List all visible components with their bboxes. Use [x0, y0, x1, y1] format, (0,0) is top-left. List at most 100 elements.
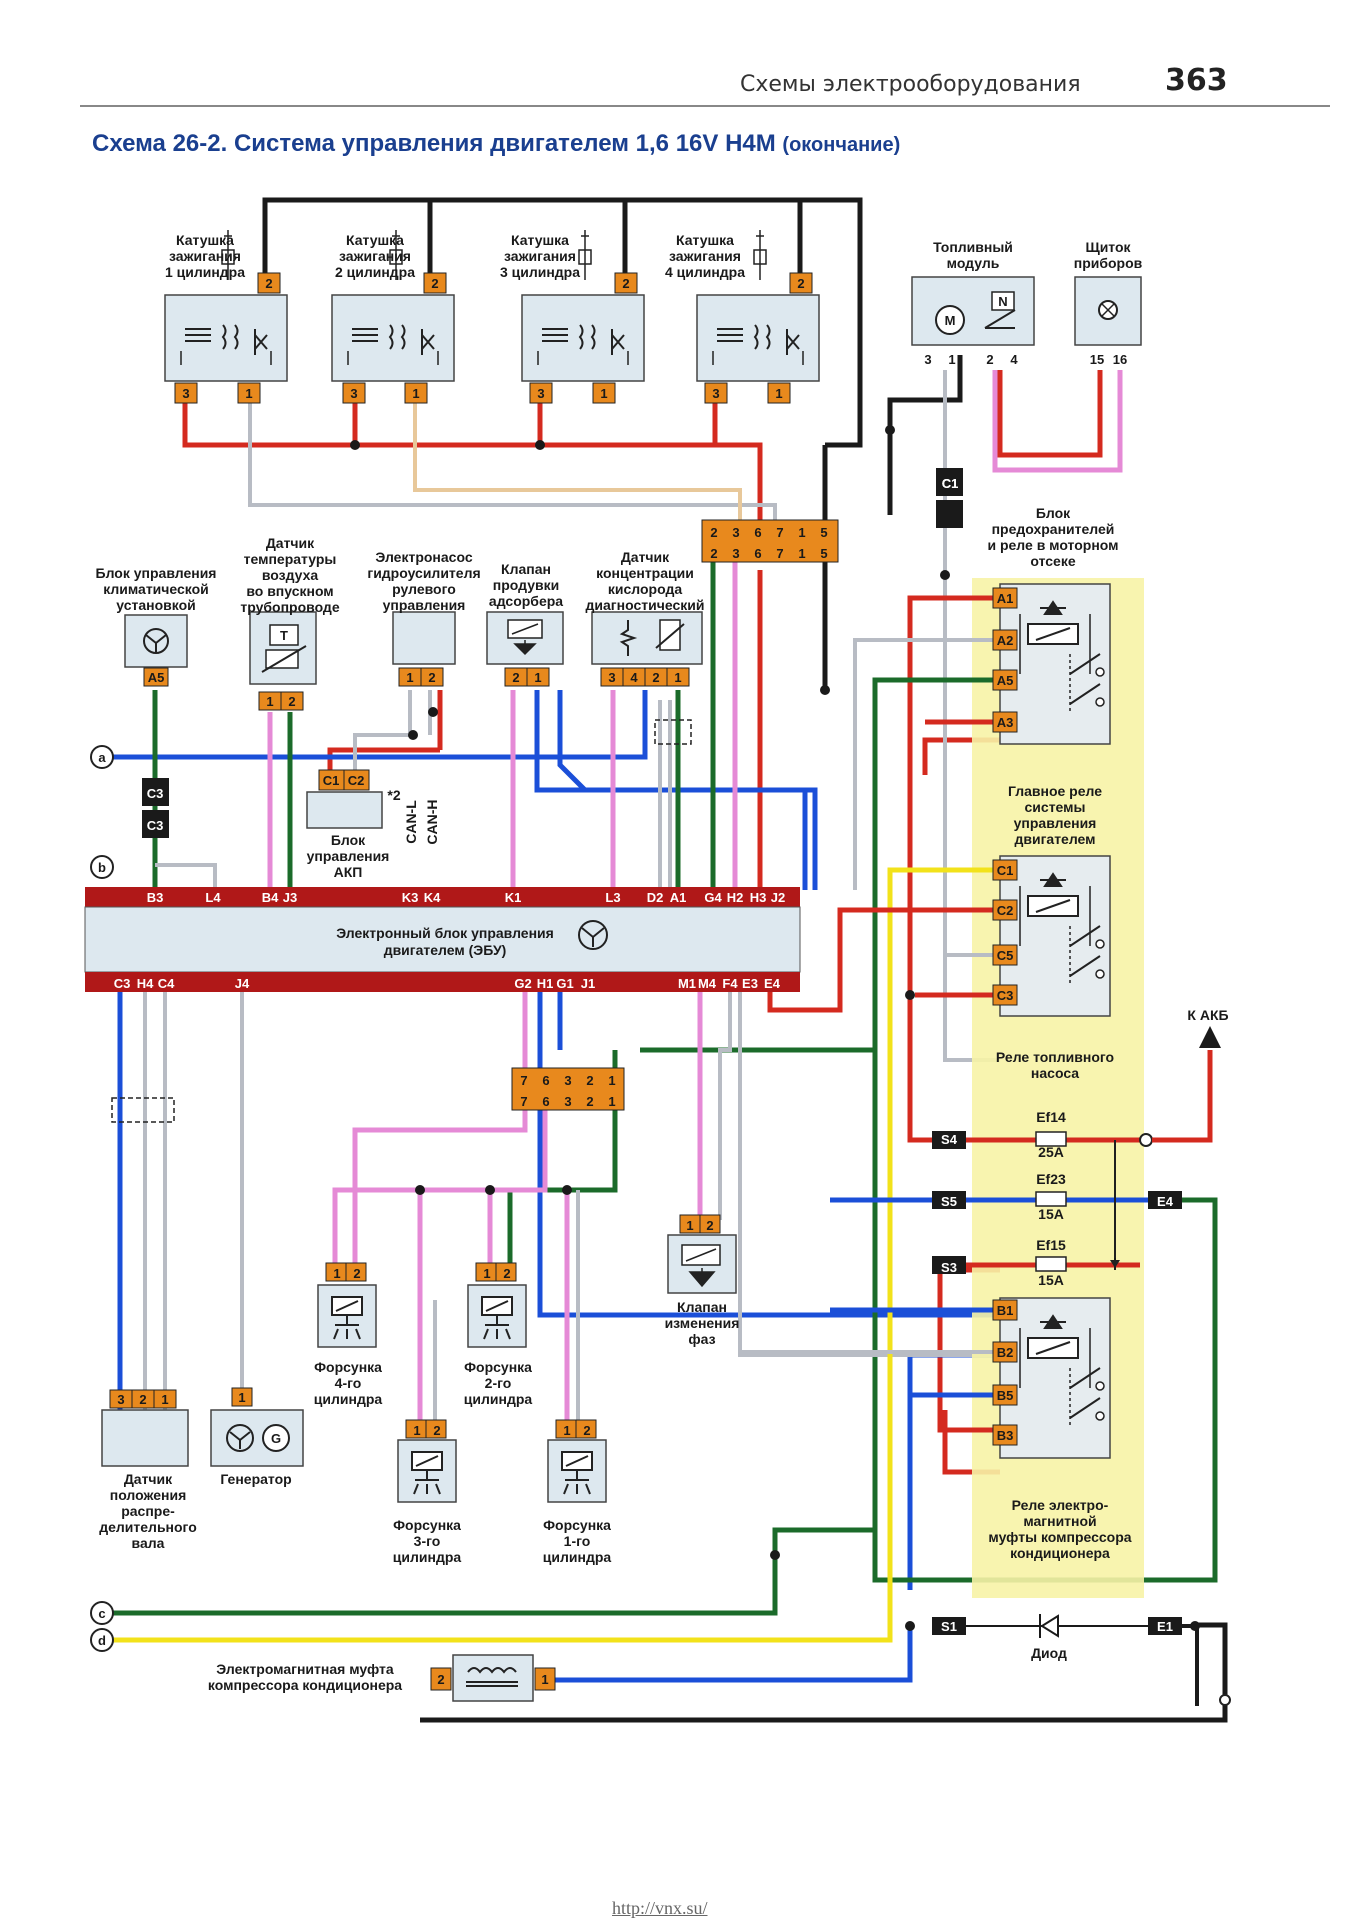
shield-marker [654, 719, 692, 745]
ecu-bottom-pin: C4 [158, 976, 175, 991]
coil-pin: 2 [265, 276, 272, 291]
top-block-pin: 5 [820, 546, 827, 561]
relay-pins [992, 587, 1018, 1446]
coil-label: зажигания [669, 248, 741, 264]
top-block-pin: 7 [776, 525, 783, 540]
fuse-box-label: и реле в моторном [987, 537, 1118, 553]
dash-pin: 16 [1113, 352, 1127, 367]
cam-sensor [101, 1389, 189, 1467]
pump-label: рулевого [392, 581, 456, 597]
dash-pin: 15 [1090, 352, 1104, 367]
injector-label: цилиндра [464, 1391, 533, 1407]
oxygen-pin: 3 [608, 670, 615, 685]
coil-label: зажигания [169, 248, 241, 264]
climate-unit [124, 614, 188, 687]
fuse-name: Ef23 [1036, 1171, 1066, 1187]
ecu-top-pin: B4 [262, 890, 279, 905]
fuel-module-pin: 2 [986, 352, 993, 367]
air-temp-label: воздуха [262, 567, 319, 583]
pump-label: гидроусилителя [367, 565, 480, 581]
ecu-bottom-pin: H4 [137, 976, 154, 991]
ecu-bottom-pin: J4 [235, 976, 250, 991]
ac-clutch-label: Электромагнитная муфта [216, 1661, 394, 1677]
purge-label: адсорбера [489, 593, 563, 609]
injector-label: 3-го [414, 1533, 441, 1549]
injector-label: цилиндра [393, 1549, 462, 1565]
can-h-label: CAN-H [424, 799, 440, 844]
air-temp-label: во впускном [246, 583, 333, 599]
coil-label: Катушка [511, 232, 569, 248]
ecu-bottom-pin: H1 [537, 976, 554, 991]
mid-block-pin: 1 [608, 1094, 615, 1109]
oxygen-label: диагностический [586, 597, 705, 613]
fuse-box-label: Блок [1036, 505, 1071, 521]
mid-block-pin: 3 [564, 1073, 571, 1088]
oxygen-pin: 1 [674, 670, 681, 685]
ecu-bottom-pin: F4 [722, 976, 738, 991]
terminal-label: d [98, 1633, 106, 1648]
injector-pin: 1 [483, 1266, 490, 1281]
pump-label: управления [383, 597, 466, 613]
terminal-label: c [98, 1606, 105, 1621]
dash-label: приборов [1074, 255, 1143, 271]
pump-pin: 2 [428, 670, 435, 685]
black-conn-labels [932, 1131, 1182, 1635]
coil-pin: 1 [775, 386, 782, 401]
fuse-name: Ef14 [1036, 1109, 1066, 1125]
steering-pump [392, 611, 456, 687]
ecu-bottom-pin: C3 [114, 976, 131, 991]
fuel-module-label: Топливный [933, 239, 1013, 255]
oxygen-pin: 4 [630, 670, 638, 685]
ac-relay-label: муфты компрессора [988, 1529, 1131, 1545]
fuse-connector: S4 [941, 1132, 958, 1147]
coil-label: зажигания [339, 248, 411, 264]
cam-sensor-label: положения [110, 1487, 187, 1503]
battery-label: К АКБ [1187, 1007, 1228, 1023]
fuse-connector: S5 [941, 1194, 957, 1209]
battery-arrow [1152, 1026, 1221, 1143]
mid-block-pin: 1 [608, 1073, 615, 1088]
mid-block-pin: 2 [586, 1073, 593, 1088]
relay-pin: B2 [997, 1345, 1014, 1360]
injector-label: 4-го [335, 1375, 362, 1391]
coil-label: 4 цилиндра [665, 264, 745, 280]
mid-block-pin: 3 [564, 1094, 571, 1109]
purge-pin: 1 [534, 670, 541, 685]
top-block-pin: 3 [732, 525, 739, 540]
top-block-pin: 7 [776, 546, 783, 561]
cam-sensor-label: делительного [99, 1519, 197, 1535]
mid-block-pin: 6 [542, 1073, 549, 1088]
phase-valve-label: фаз [688, 1331, 715, 1347]
relay-pin: B1 [997, 1303, 1014, 1318]
purge-label: Клапан [501, 561, 551, 577]
footer-url[interactable]: http://vnx.su/ [612, 1898, 708, 1918]
main-relay-label: управления [1014, 815, 1097, 831]
c1-label: C1 [942, 476, 959, 491]
ecu-bottom-pin: M4 [698, 976, 717, 991]
relay-pin: A5 [997, 673, 1014, 688]
fuse-rating: 15A [1038, 1206, 1064, 1222]
coil-label: 1 цилиндра [165, 264, 245, 280]
coil-label: Катушка [676, 232, 734, 248]
air-temp-pin: 1 [266, 694, 273, 709]
junction-dots [350, 425, 1200, 1631]
coil-1 [164, 230, 288, 404]
purge-pin: 2 [512, 670, 519, 685]
coil-label: зажигания [504, 248, 576, 264]
fuse-connector-right: E4 [1157, 1194, 1174, 1209]
diode-connector: E1 [1157, 1619, 1173, 1634]
ecu-top-pin: H3 [750, 890, 767, 905]
fuel-module-pin: 1 [948, 352, 955, 367]
injector-pin: 1 [333, 1266, 340, 1281]
coil-pin: 3 [712, 386, 719, 401]
air-temp-label: Датчик [266, 535, 315, 551]
coil-pin: 1 [412, 386, 419, 401]
top-block-pin: 5 [820, 525, 827, 540]
air-temp-label: температуры [244, 551, 337, 567]
relay-pin: C2 [997, 903, 1014, 918]
ecu-top-pin: B3 [147, 890, 164, 905]
mid-block-pin: 2 [586, 1094, 593, 1109]
oxygen-sensor [591, 611, 703, 687]
air-temp-label: трубопроводе [240, 599, 339, 615]
